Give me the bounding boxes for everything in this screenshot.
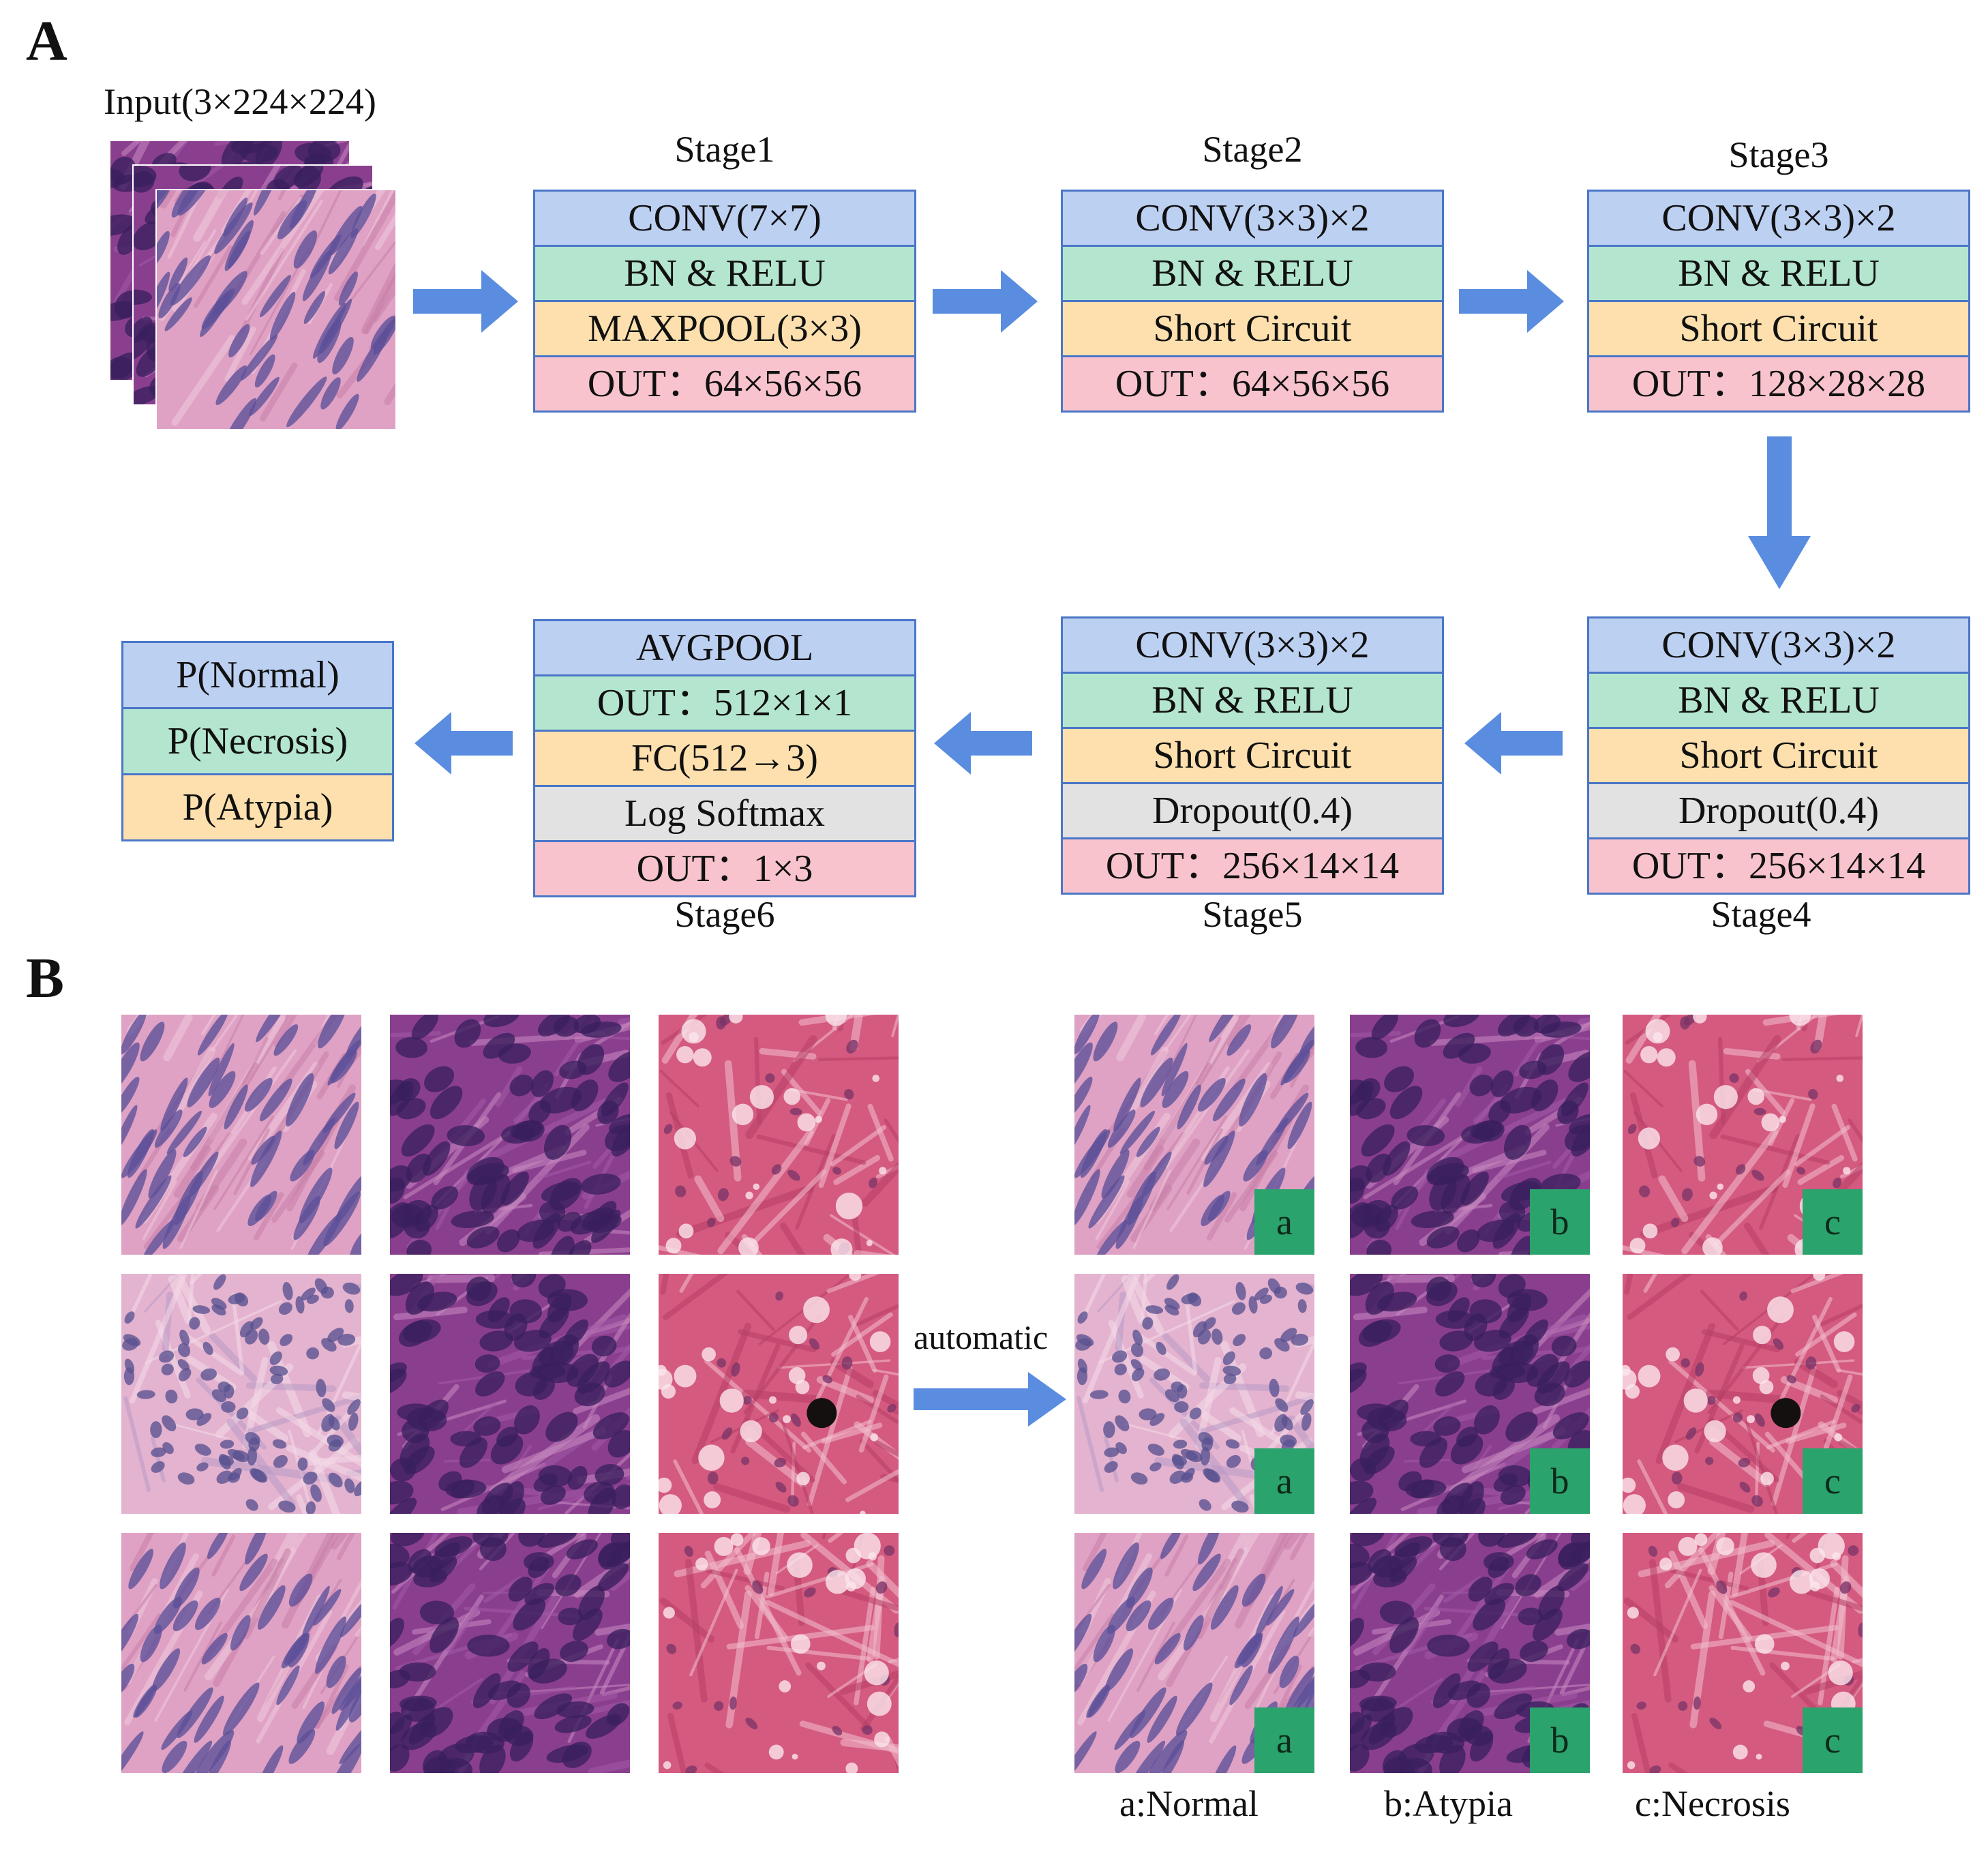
stage3-short-circuit-row: Short Circuit (1589, 302, 1968, 357)
stage1-block: CONV(7×7) BN & RELU MAXPOOL(3×3) OUT：64×… (533, 190, 916, 413)
classified-patch-normal-2: a (1074, 1274, 1314, 1514)
stage2-short-circuit-row: Short Circuit (1063, 302, 1442, 357)
stage5-bn-relu-row: BN & RELU (1063, 674, 1442, 729)
stage2-bn-relu-row: BN & RELU (1063, 247, 1442, 302)
arrow-stage4-to-stage5 (1464, 712, 1563, 775)
stage5-block: CONV(3×3)×2 BN & RELU Short Circuit Drop… (1061, 616, 1444, 895)
classified-patch-normal-3: a (1074, 1533, 1314, 1773)
arrow-input-to-stage1 (413, 270, 518, 333)
arrow-stage2-to-stage3 (1459, 270, 1564, 333)
raw-patch-atypia-2 (390, 1274, 630, 1514)
raw-patch-normal-1 (121, 1015, 361, 1255)
stage1-bn-relu-row: BN & RELU (535, 247, 914, 302)
stage5-conv-row: CONV(3×3)×2 (1063, 618, 1442, 674)
badge-a: a (1254, 1448, 1314, 1514)
badge-a: a (1254, 1707, 1314, 1773)
stage1-maxpool-row: MAXPOOL(3×3) (535, 302, 914, 357)
stage1-out-row: OUT：64×56×56 (535, 357, 914, 411)
stage4-conv-row: CONV(3×3)×2 (1589, 618, 1968, 674)
stage1-label: Stage1 (674, 129, 775, 170)
stage2-out-row: OUT：64×56×56 (1063, 357, 1442, 411)
badge-c: c (1803, 1448, 1863, 1514)
badge-b: b (1530, 1448, 1590, 1514)
classified-patch-atypia-1: b (1350, 1015, 1590, 1255)
badge-b: b (1530, 1707, 1590, 1773)
stage3-block: CONV(3×3)×2 BN & RELU Short Circuit OUT：… (1587, 190, 1970, 413)
stage5-short-circuit-row: Short Circuit (1063, 729, 1442, 784)
output-necrosis-row: P(Necrosis) (123, 709, 392, 775)
stage6-out-row-2: OUT：1×3 (535, 842, 914, 895)
panel-a-letter: A (26, 10, 67, 73)
raw-patch-necrosis-3 (659, 1533, 899, 1773)
stage4-short-circuit-row: Short Circuit (1589, 729, 1968, 784)
output-probabilities-block: P(Normal) P(Necrosis) P(Atypia) (121, 641, 394, 841)
stage6-block: AVGPOOL OUT：512×1×1 FC(512→3) Log Softma… (533, 619, 916, 897)
raw-patch-necrosis-1 (659, 1015, 899, 1255)
stage5-out-row: OUT：256×14×14 (1063, 839, 1442, 893)
output-atypia-row: P(Atypia) (123, 775, 392, 839)
legend-normal: a:Normal (1119, 1783, 1259, 1824)
badge-c: c (1803, 1189, 1863, 1255)
stage1-conv-row: CONV(7×7) (535, 192, 914, 247)
legend-atypia: b:Atypia (1384, 1783, 1513, 1824)
input-image-stack (109, 140, 397, 433)
stage4-bn-relu-row: BN & RELU (1589, 674, 1968, 729)
stage6-avgpool-row: AVGPOOL (535, 621, 914, 676)
arrow-stage3-to-stage4 (1748, 436, 1811, 589)
stage6-label: Stage6 (674, 894, 775, 935)
stage6-out-row-1: OUT：512×1×1 (535, 676, 914, 732)
classified-patch-normal-1: a (1074, 1015, 1314, 1255)
raw-patch-normal-2 (121, 1274, 361, 1514)
stage4-dropout-row: Dropout(0.4) (1589, 784, 1968, 839)
badge-b: b (1530, 1189, 1590, 1255)
stage4-block: CONV(3×3)×2 BN & RELU Short Circuit Drop… (1587, 616, 1970, 895)
legend-necrosis: c:Necrosis (1635, 1783, 1790, 1824)
classified-patch-necrosis-2: c (1623, 1274, 1863, 1514)
stage5-label: Stage5 (1202, 894, 1303, 935)
raw-patch-necrosis-2 (659, 1274, 899, 1514)
stage3-out-row: OUT：128×28×28 (1589, 357, 1968, 411)
stage4-label: Stage4 (1711, 894, 1811, 935)
input-image-front (155, 189, 397, 430)
automatic-arrow (914, 1372, 1066, 1427)
stage3-label: Stage3 (1728, 134, 1829, 175)
panel-b-letter: B (26, 946, 65, 1010)
arrow-stage5-to-stage6 (934, 712, 1032, 775)
raw-patch-atypia-3 (390, 1533, 630, 1773)
stage3-conv-row: CONV(3×3)×2 (1589, 192, 1968, 247)
classified-patch-atypia-3: b (1350, 1533, 1590, 1773)
classified-patch-necrosis-1: c (1623, 1015, 1863, 1255)
arrow-stage1-to-stage2 (933, 270, 1038, 333)
stage2-conv-row: CONV(3×3)×2 (1063, 192, 1442, 247)
automatic-label: automatic (914, 1318, 1049, 1356)
classified-patch-atypia-2: b (1350, 1274, 1590, 1514)
stage2-label: Stage2 (1202, 129, 1303, 170)
stage6-fc-row: FC(512→3) (535, 732, 914, 787)
input-label: Input(3×224×224) (104, 81, 376, 122)
raw-patch-atypia-1 (390, 1015, 630, 1255)
badge-c: c (1803, 1707, 1863, 1773)
badge-a: a (1254, 1189, 1314, 1255)
arrow-stage6-to-output (415, 712, 513, 775)
stage5-dropout-row: Dropout(0.4) (1063, 784, 1442, 839)
classified-patch-necrosis-3: c (1623, 1533, 1863, 1773)
stage6-log-softmax-row: Log Softmax (535, 787, 914, 842)
stage2-block: CONV(3×3)×2 BN & RELU Short Circuit OUT：… (1061, 190, 1444, 413)
raw-patch-normal-3 (121, 1533, 361, 1773)
stage4-out-row: OUT：256×14×14 (1589, 839, 1968, 893)
stage3-bn-relu-row: BN & RELU (1589, 247, 1968, 302)
output-normal-row: P(Normal) (123, 643, 392, 709)
